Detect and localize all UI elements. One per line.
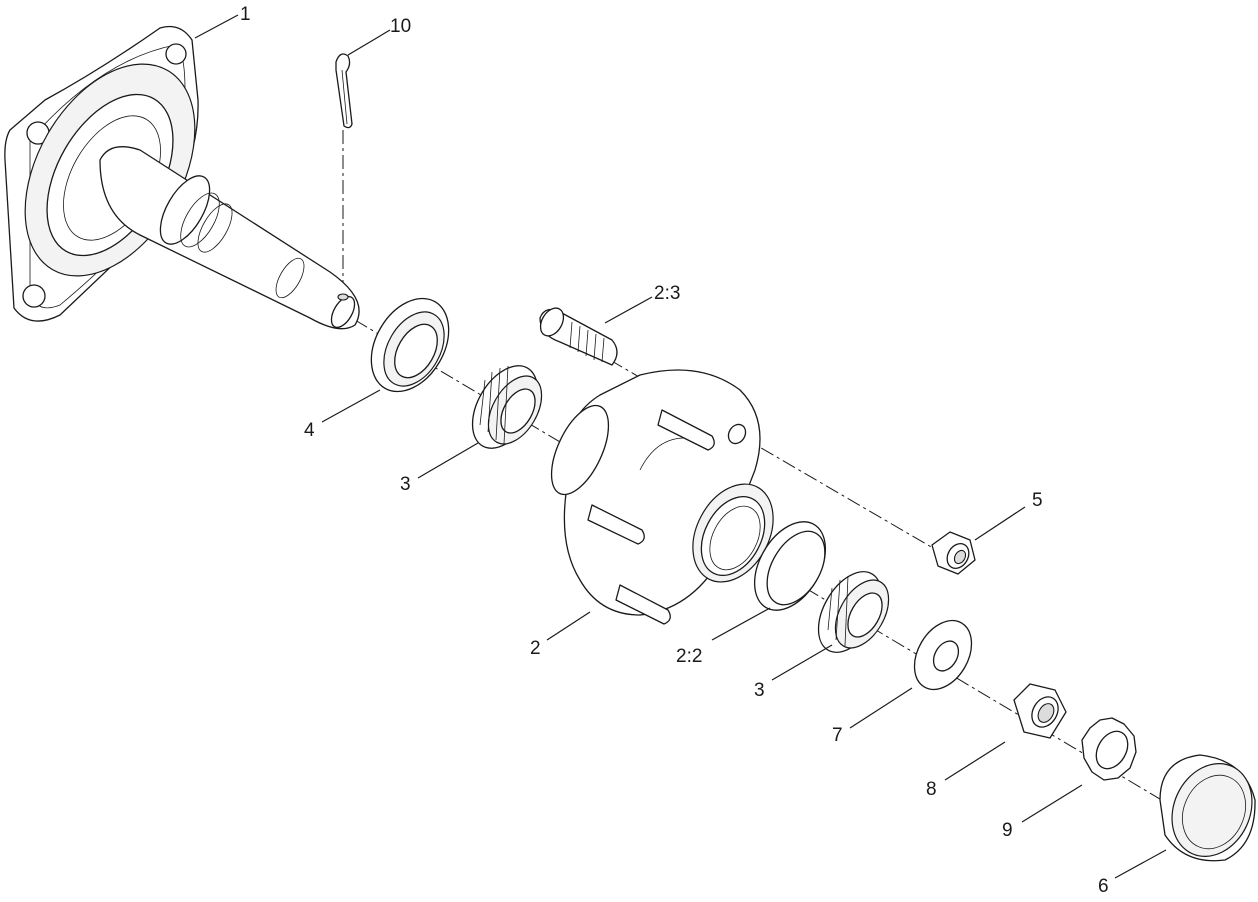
callout-9: 9 (1002, 820, 1013, 841)
callout-4: 4 (304, 420, 315, 441)
callout-2: 2 (530, 638, 541, 659)
callout-10: 10 (390, 16, 411, 37)
callout-labels: 1 10 2:3 4 3 5 2 2:2 3 7 8 9 6 (240, 4, 1109, 897)
callout-5: 5 (1032, 490, 1043, 511)
part-2-2-bearing-cup (753, 521, 827, 611)
part-3-bearing-inner (471, 365, 543, 449)
part-9-nut-retainer (1081, 717, 1137, 781)
part-5-lug-nut (931, 531, 976, 575)
part-8-hex-nut (1013, 683, 1067, 739)
callout-6: 6 (1098, 876, 1109, 897)
callout-8: 8 (926, 779, 937, 800)
callout-3a: 3 (400, 474, 411, 495)
part-3-bearing-outer (817, 571, 890, 653)
callout-1: 1 (240, 4, 251, 25)
callout-3b: 3 (754, 680, 765, 701)
part-7-washer (913, 619, 973, 691)
part-2-hub (550, 369, 774, 625)
callout-2-3: 2:3 (654, 283, 680, 304)
part-4-seal (370, 297, 450, 393)
part-10-cotter-pin (335, 53, 353, 129)
part-1-spindle-flange (4, 25, 360, 330)
callout-leaders (194, 14, 1167, 879)
callout-2-2: 2:2 (676, 646, 702, 667)
callout-7: 7 (832, 725, 843, 746)
part-2-3-wheel-stud (539, 307, 618, 366)
part-6-dust-cap (1159, 754, 1256, 862)
